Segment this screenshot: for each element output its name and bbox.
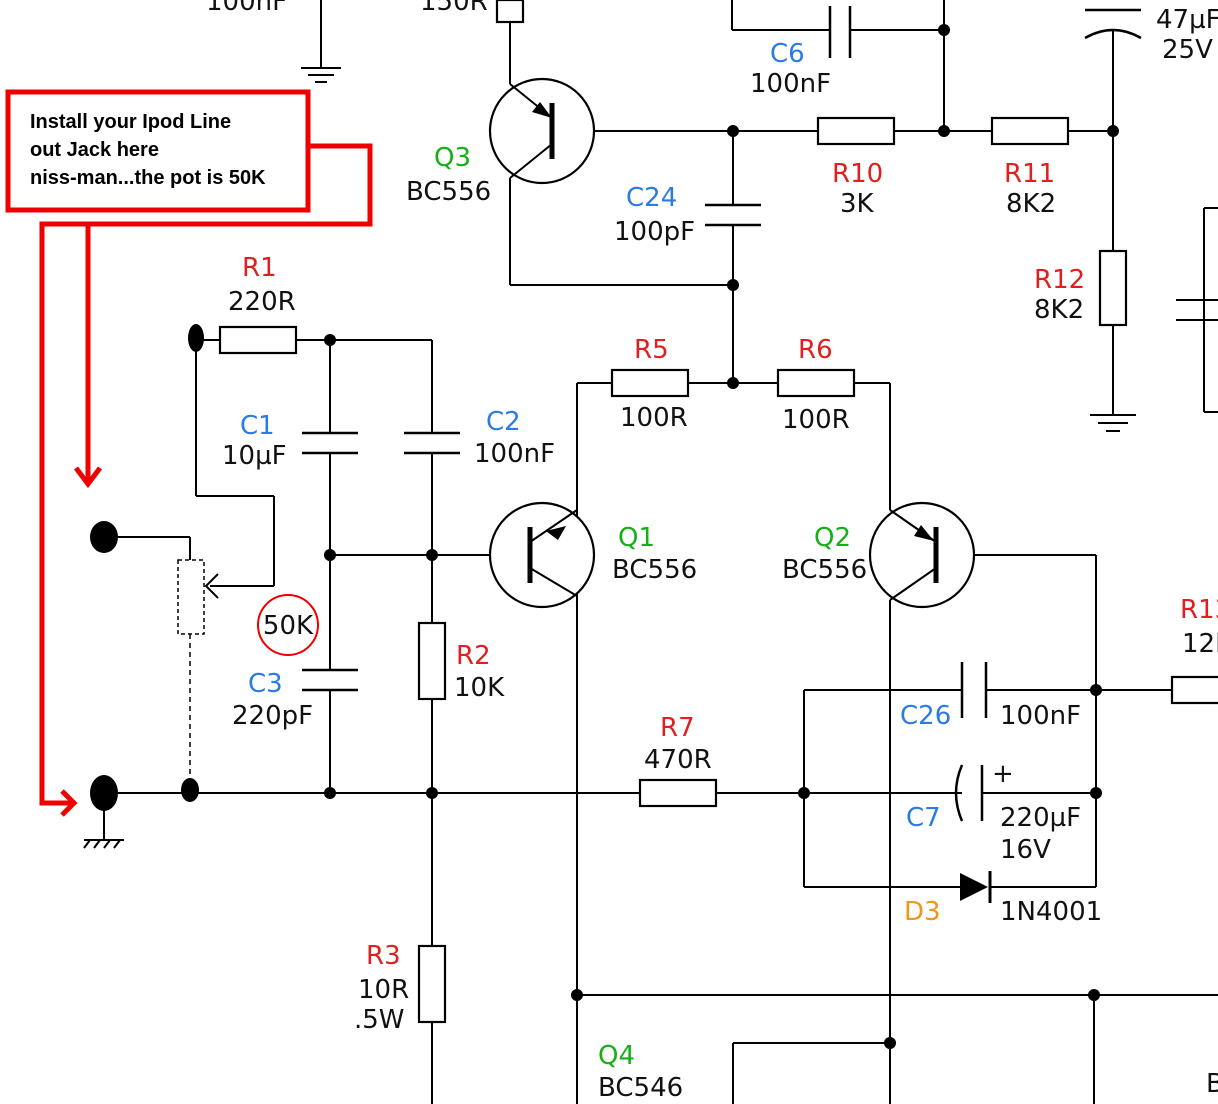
r13-designator: R13	[1180, 595, 1218, 625]
q3-designator: Q3	[434, 143, 471, 173]
c3-value: 220pF	[232, 701, 313, 731]
c6-designator: C6	[770, 39, 805, 69]
c2-designator: C2	[486, 407, 521, 437]
c1-value: 10µF	[222, 441, 287, 471]
r11-body	[990, 116, 1070, 146]
c3-symbol	[302, 668, 358, 692]
c1-designator: C1	[240, 411, 275, 441]
pot-value-circle	[257, 594, 319, 656]
clipped-right-letter: B	[1206, 1069, 1218, 1099]
clipped-top-mid-value: 150R	[420, 0, 488, 17]
note-line-3: niss-man...the pot is 50K	[30, 167, 266, 189]
labels: 100nF 150R 47µF 25V C6 100nF Q3 BC556 C2…	[206, 0, 1218, 1103]
r1-value: 220R	[228, 287, 296, 317]
r1-designator: R1	[242, 253, 277, 283]
c7-polarity: +	[992, 759, 1014, 789]
c7-value2: 16V	[1000, 835, 1051, 865]
c-top-symbol	[1084, 8, 1142, 40]
r2-value: 10K	[454, 673, 505, 703]
pot-value-label: 50K	[263, 611, 314, 641]
q2-designator: Q2	[814, 523, 851, 553]
r3-value: 10R	[358, 975, 409, 1005]
r6-designator: R6	[798, 335, 833, 365]
r13-body	[1170, 675, 1218, 705]
ground-r12	[1090, 414, 1136, 432]
r11-designator: R11	[1004, 159, 1055, 189]
r12-body	[1098, 249, 1128, 327]
note-line-2: out Jack here	[30, 139, 159, 161]
potentiometer	[177, 537, 219, 793]
c24-symbol	[705, 203, 761, 227]
r3-value2: .5W	[354, 1005, 405, 1035]
r3-body	[417, 944, 447, 1024]
r1-body	[218, 325, 298, 355]
clipped-top-left-value: 100nF	[206, 0, 287, 17]
top-resistor-body	[495, 0, 525, 24]
resistors	[218, 0, 1218, 1024]
r7-body	[638, 778, 718, 808]
r7-designator: R7	[660, 713, 695, 743]
junction-dots	[90, 24, 1119, 1049]
c7-value: 220µF	[1000, 803, 1081, 833]
c26-symbol	[960, 662, 988, 718]
c3-designator: C3	[248, 669, 283, 699]
d3-designator: D3	[904, 897, 941, 927]
r5-body	[610, 368, 690, 398]
ctop-value: 47µF	[1156, 5, 1218, 35]
c7-designator: C7	[906, 803, 941, 833]
q1-value: BC556	[612, 555, 697, 585]
c6-value: 100nF	[750, 69, 831, 99]
c26-value: 100nF	[1000, 701, 1081, 731]
r2-body	[417, 621, 447, 701]
r2-designator: R2	[456, 641, 491, 671]
r7-value: 470R	[644, 745, 712, 775]
q1-transistor	[488, 501, 596, 609]
q3-transistor	[488, 77, 596, 185]
c6-symbol	[828, 6, 852, 58]
c2-value: 100nF	[474, 439, 555, 469]
q2-transistor	[868, 501, 976, 609]
q2-value: BC556	[782, 555, 867, 585]
d3-value: 1N4001	[1000, 897, 1102, 927]
r3-designator: R3	[366, 941, 401, 971]
r12-designator: R12	[1034, 265, 1085, 295]
q4-designator: Q4	[598, 1041, 635, 1071]
c24-value: 100pF	[614, 217, 695, 247]
r5-designator: R5	[634, 335, 669, 365]
r6-body	[776, 368, 856, 398]
r10-designator: R10	[832, 159, 883, 189]
c2-symbol	[404, 431, 460, 455]
capacitors	[302, 6, 1142, 822]
r13-value: 12K	[1182, 629, 1218, 659]
d3-diode	[960, 871, 992, 903]
ground-top-left	[301, 67, 341, 83]
r10-body	[816, 116, 896, 146]
install-annotation: Install your Ipod Line out Jack here nis…	[5, 89, 373, 817]
c24-designator: C24	[626, 183, 677, 213]
q4-value: BC546	[598, 1073, 683, 1103]
ctop-value2: 25V	[1162, 35, 1213, 65]
r10-value: 3K	[840, 189, 875, 219]
r5-value: 100R	[620, 403, 688, 433]
q3-value: BC556	[406, 177, 491, 207]
r12-value: 8K2	[1034, 295, 1084, 325]
c26-designator: C26	[900, 701, 951, 731]
r11-value: 8K2	[1006, 189, 1056, 219]
q1-designator: Q1	[618, 523, 655, 553]
c7-symbol	[954, 764, 984, 822]
r6-value: 100R	[782, 405, 850, 435]
c1-symbol	[302, 431, 358, 455]
note-line-1: Install your Ipod Line	[30, 111, 231, 133]
